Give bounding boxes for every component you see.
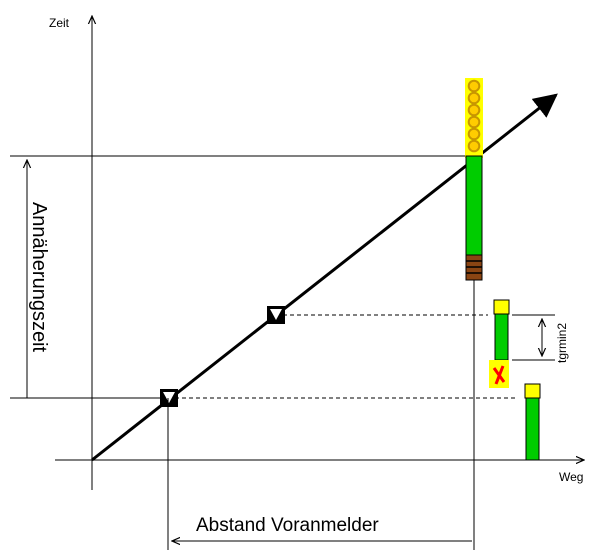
x-axis-label: Weg <box>559 470 583 484</box>
y-axis-label: Zeit <box>49 16 70 30</box>
distance-label: Abstand Voranmelder <box>196 515 379 536</box>
detector-marker-lower <box>160 389 178 407</box>
detector-marker-upper <box>267 306 285 324</box>
signal-phase-bar-lower <box>524 383 541 461</box>
signal-phase-bar-main <box>465 78 483 281</box>
signal-phase-bar-middle <box>489 299 510 388</box>
approach-time-label: Annäherungszeit <box>28 202 50 353</box>
tgrmin-label: tgrmin2 <box>555 323 569 363</box>
signal-green-segment <box>465 155 483 256</box>
